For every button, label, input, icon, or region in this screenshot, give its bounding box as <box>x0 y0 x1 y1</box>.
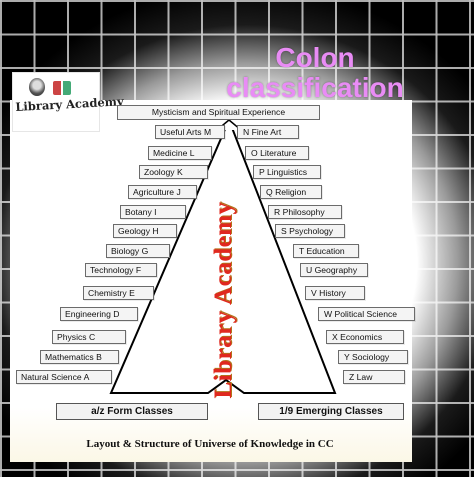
title-line-1: Colon <box>275 42 355 73</box>
book-icon <box>53 81 71 95</box>
portrait-icon <box>29 78 45 96</box>
left-class-box: Zoology K <box>139 165 208 179</box>
knowledge-triangle <box>109 117 337 394</box>
right-class-box: Z Law <box>343 370 405 384</box>
right-class-box: T Education <box>293 244 359 258</box>
diagram-caption: Layout & Structure of Universe of Knowle… <box>86 438 334 450</box>
left-class-box: Natural Science A <box>16 370 112 384</box>
library-academy-logo: Library Academy <box>12 72 124 132</box>
left-class-box: Biology G <box>106 244 170 258</box>
left-class-box: Useful Arts M <box>155 125 225 139</box>
right-class-box: S Psychology <box>275 224 345 238</box>
left-class-box: Mathematics B <box>40 350 119 364</box>
right-class-box: P Linguistics <box>253 165 321 179</box>
form-classes-label: a/z Form Classes <box>56 403 208 420</box>
diagram-title: Colon classification <box>200 43 430 103</box>
right-class-box: U Geography <box>300 263 368 277</box>
right-class-box: V History <box>305 286 365 300</box>
left-class-box: Engineering D <box>60 307 138 321</box>
left-class-box: Medicine L <box>148 146 212 160</box>
right-class-box: R Philosophy <box>268 205 342 219</box>
emerging-classes-label: 1/9 Emerging Classes <box>258 403 404 420</box>
right-class-box: N Fine Art <box>237 125 299 139</box>
right-class-box: X Economics <box>326 330 404 344</box>
left-class-box: Chemistry E <box>83 286 154 300</box>
right-class-box: Q Religion <box>260 185 322 199</box>
library-academy-watermark: Library Academy <box>210 201 237 399</box>
right-class-box: O Literature <box>245 146 309 160</box>
right-class-box: W Political Science <box>318 307 415 321</box>
left-class-box: Technology F <box>85 263 157 277</box>
left-class-box: Botany I <box>120 205 186 219</box>
title-line-2: classification <box>226 72 404 103</box>
left-class-box: Geology H <box>113 224 177 238</box>
main-class-mysticism: Mysticism and Spiritual Experience <box>117 105 320 120</box>
left-class-box: Physics C <box>52 330 126 344</box>
right-class-box: Y Sociology <box>338 350 408 364</box>
left-class-box: Agriculture J <box>128 185 197 199</box>
